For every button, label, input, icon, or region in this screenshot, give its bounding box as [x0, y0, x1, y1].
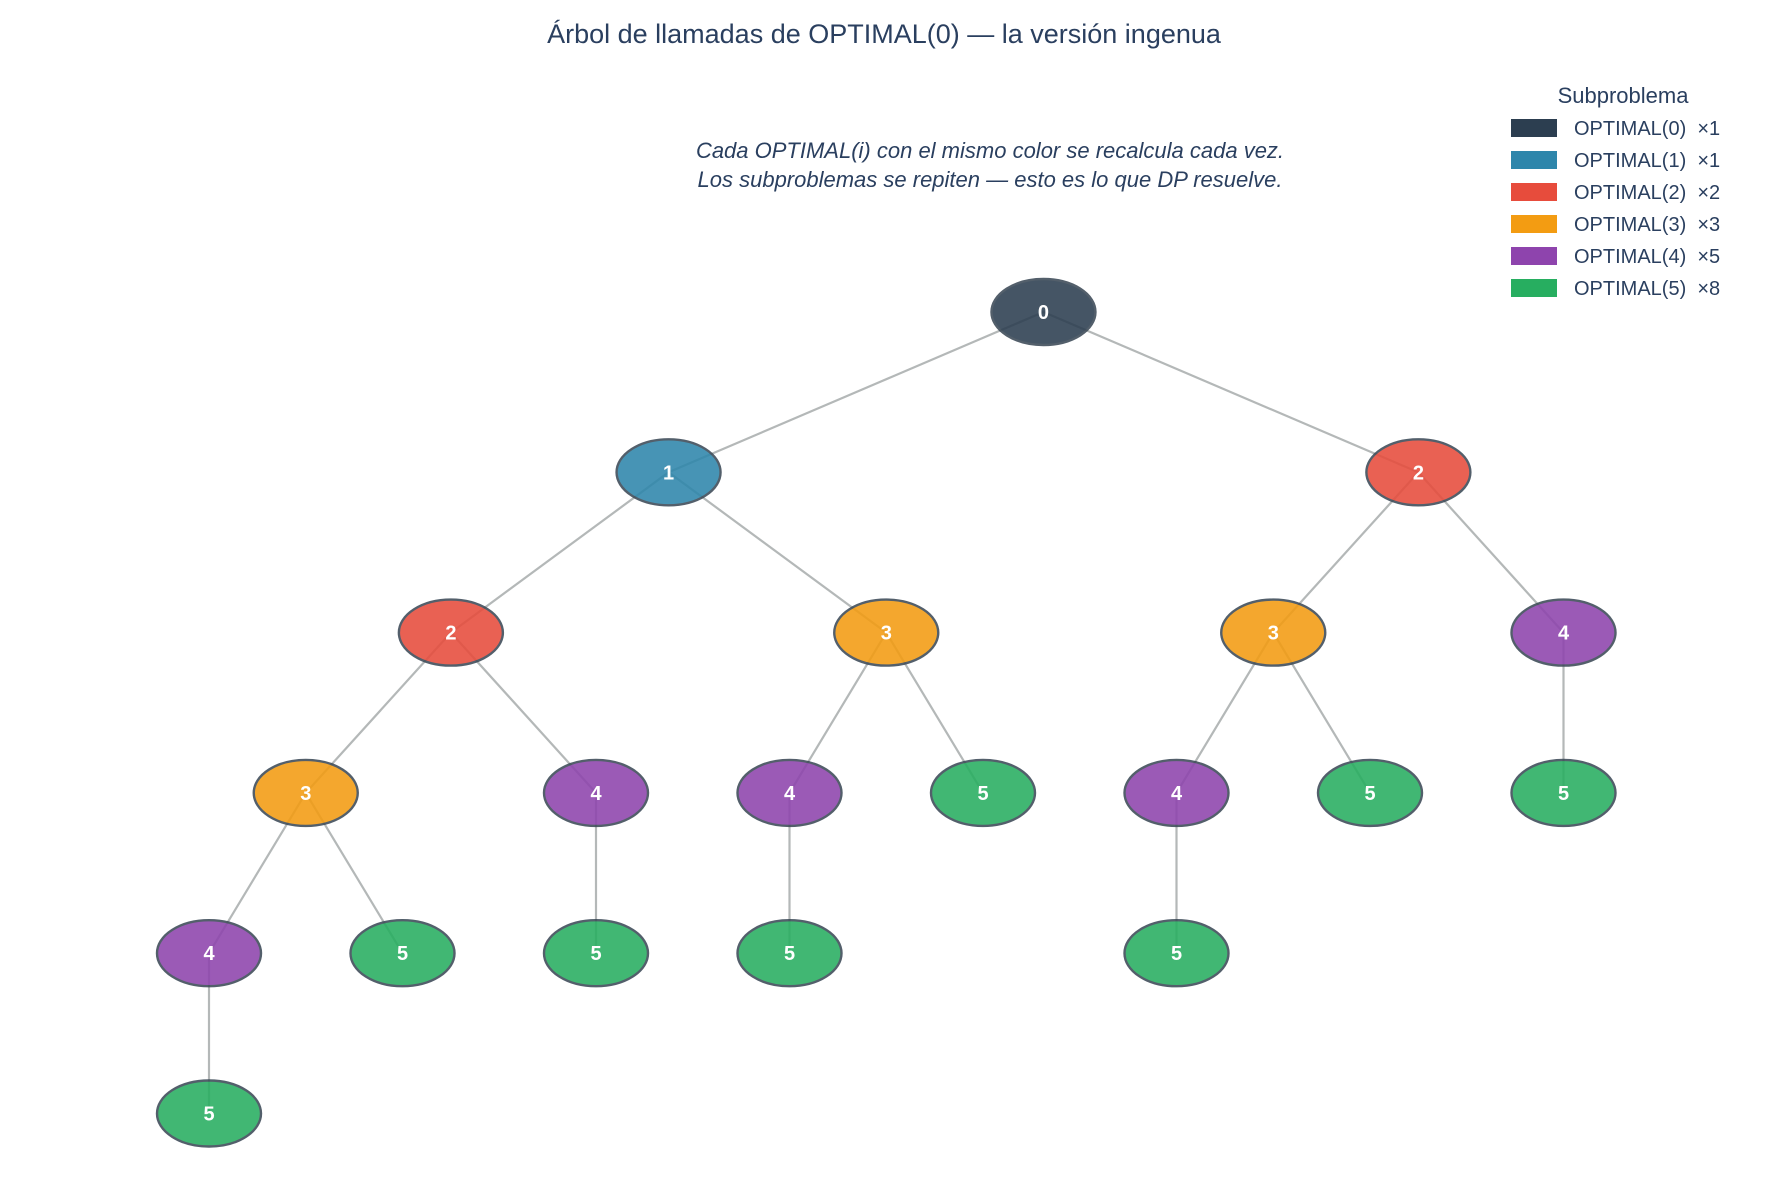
- node-label: 2: [1413, 462, 1424, 484]
- tree-node-optimal-5: 5: [929, 758, 1037, 828]
- node-ellipse: [736, 758, 843, 828]
- legend-swatch: [1511, 183, 1557, 201]
- tree-node-optimal-3: 3: [833, 598, 940, 667]
- tree-edges: [207, 310, 1565, 1114]
- node-label: 3: [881, 623, 892, 645]
- tree-edge: [450, 471, 670, 634]
- legend-item: OPTIMAL(0) ×1: [1511, 118, 1720, 140]
- node-label: 5: [590, 943, 601, 965]
- node-ellipse: [397, 598, 505, 667]
- annotation-line-2: Los subproblemas se repiten — esto es lo…: [698, 167, 1283, 192]
- node-label: 4: [590, 783, 602, 805]
- annotation-line-1: Cada OPTIMAL(i) con el mismo color se re…: [696, 138, 1284, 163]
- tree-node-optimal-5: 5: [736, 919, 843, 988]
- node-ellipse: [1123, 758, 1230, 828]
- tree-edge: [668, 310, 1044, 474]
- legend: Subproblema OPTIMAL(0) ×1 OPTIMAL(1) ×1 OP…: [1511, 83, 1720, 300]
- legend-item: OPTIMAL(3) ×3: [1511, 214, 1720, 236]
- node-label: 5: [784, 943, 795, 965]
- node-label: 5: [203, 1104, 214, 1126]
- node-ellipse: [1510, 758, 1617, 828]
- legend-label: OPTIMAL(1) ×1: [1574, 150, 1720, 172]
- node-ellipse: [736, 919, 843, 988]
- legend-item: OPTIMAL(1) ×1: [1511, 150, 1720, 172]
- node-ellipse: [349, 919, 456, 988]
- tree-node-optimal-2: 2: [397, 598, 505, 667]
- node-label: 5: [397, 943, 408, 965]
- node-label: 5: [977, 783, 988, 805]
- node-label: 1: [663, 462, 674, 484]
- legend-item: OPTIMAL(5) ×8: [1511, 278, 1720, 300]
- legend-swatch: [1511, 279, 1557, 297]
- tree-node-optimal-4: 4: [736, 758, 843, 828]
- node-ellipse: [252, 758, 359, 828]
- legend-label: OPTIMAL(0) ×1: [1574, 118, 1720, 140]
- node-ellipse: [1123, 919, 1230, 988]
- node-label: 3: [300, 783, 311, 805]
- node-label: 5: [1364, 783, 1375, 805]
- tree-node-optimal-4: 4: [1123, 758, 1230, 828]
- node-label: 4: [1558, 623, 1570, 645]
- node-ellipse: [1220, 598, 1327, 667]
- tree-node-optimal-5: 5: [155, 1079, 263, 1148]
- node-label: 2: [445, 623, 456, 645]
- tree-node-optimal-3: 3: [1220, 598, 1327, 667]
- legend-label: OPTIMAL(5) ×8: [1574, 278, 1720, 300]
- node-ellipse: [1316, 758, 1424, 828]
- node-label: 4: [1171, 783, 1183, 805]
- legend-swatch: [1511, 215, 1557, 233]
- tree-node-optimal-4: 4: [1510, 598, 1617, 667]
- node-ellipse: [155, 919, 263, 988]
- node-ellipse: [155, 1079, 263, 1148]
- node-label: 5: [1171, 943, 1182, 965]
- node-ellipse: [1510, 598, 1617, 667]
- legend-item: OPTIMAL(2) ×2: [1511, 182, 1720, 204]
- tree-edge: [1043, 310, 1419, 474]
- legend-swatch: [1511, 151, 1557, 169]
- legend-label: OPTIMAL(2) ×2: [1574, 182, 1720, 204]
- legend-title: Subproblema: [1558, 83, 1690, 108]
- node-label: 5: [1558, 783, 1569, 805]
- node-ellipse: [990, 277, 1097, 347]
- node-ellipse: [542, 919, 650, 988]
- tree-nodes: 5 4 5 3 5 4 2 5 4 5 3 1 5 4 5 3 5 4 2 0: [155, 277, 1617, 1148]
- legend-label: OPTIMAL(3) ×3: [1574, 214, 1720, 236]
- tree-node-optimal-5: 5: [349, 919, 456, 988]
- legend-item: OPTIMAL(4) ×5: [1511, 246, 1720, 268]
- tree-node-optimal-3: 3: [252, 758, 359, 828]
- tree-node-optimal-1: 1: [615, 438, 722, 507]
- tree-node-optimal-5: 5: [1316, 758, 1424, 828]
- tree-node-optimal-4: 4: [155, 919, 263, 988]
- tree-node-optimal-4: 4: [542, 758, 650, 828]
- legend-swatch: [1511, 247, 1557, 265]
- node-ellipse: [615, 438, 722, 507]
- node-ellipse: [1365, 438, 1472, 507]
- tree-edge: [667, 471, 887, 634]
- tree-node-optimal-5: 5: [1510, 758, 1617, 828]
- node-label: 0: [1038, 302, 1049, 324]
- tree-node-optimal-5: 5: [542, 919, 650, 988]
- node-label: 4: [203, 943, 215, 965]
- node-ellipse: [542, 758, 650, 828]
- node-label: 3: [1268, 623, 1279, 645]
- legend-label: OPTIMAL(4) ×5: [1574, 246, 1720, 268]
- node-label: 4: [784, 783, 796, 805]
- node-ellipse: [929, 758, 1037, 828]
- diagram-title: Árbol de llamadas de OPTIMAL(0) — la ver…: [547, 19, 1222, 49]
- legend-swatch: [1511, 119, 1557, 137]
- tree-node-optimal-5: 5: [1123, 919, 1230, 988]
- node-ellipse: [833, 598, 940, 667]
- tree-node-optimal-2: 2: [1365, 438, 1472, 507]
- tree-node-optimal-0: 0: [990, 277, 1097, 347]
